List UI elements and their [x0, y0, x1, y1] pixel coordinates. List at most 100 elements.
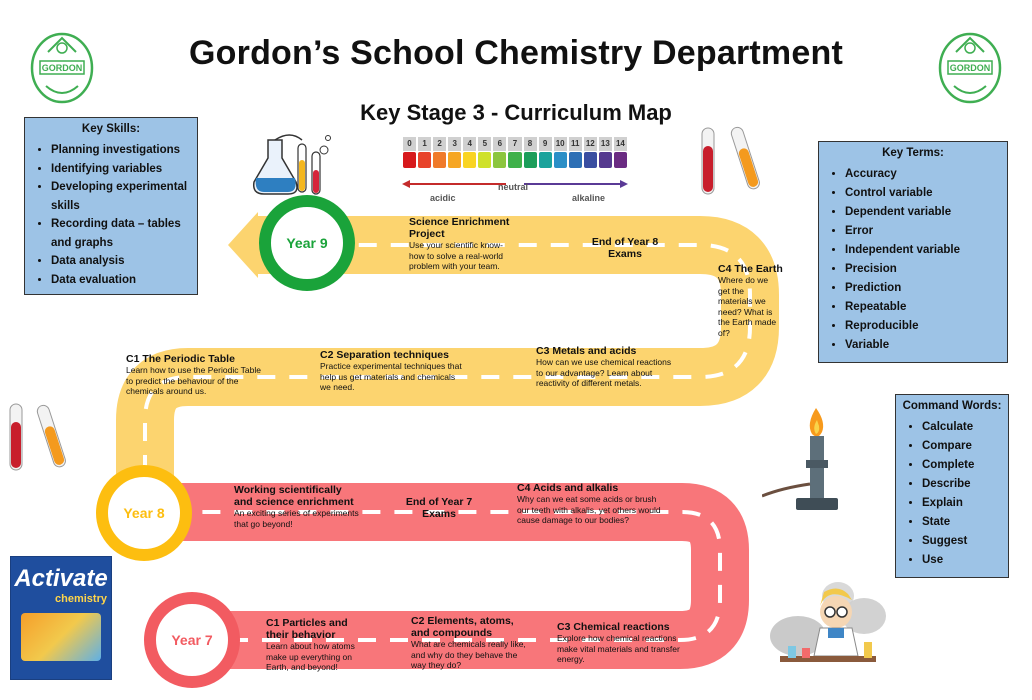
flask-icon [252, 134, 331, 195]
topic-c3-metals-acids: C3 Metals and acids How can we use chemi… [536, 345, 676, 389]
topic-body: An exciting series of experiments that g… [234, 508, 359, 529]
key-skills-item: Planning investigations [51, 141, 197, 160]
topic-title: Working scientifically and science enric… [234, 484, 354, 508]
key-skills-list: Planning investigationsIdentifying varia… [25, 141, 197, 289]
exam-end-year7: End of Year 7 Exams [405, 496, 473, 520]
ph-acidic-label: acidic [430, 193, 456, 203]
ph-neutral-label: neutral [498, 182, 529, 192]
topic-c2-separation: C2 Separation techniques Practice experi… [320, 349, 462, 393]
ph-number: 2 [433, 137, 447, 151]
command-words-item: Complete [922, 456, 1008, 475]
road-red-dashes [190, 510, 722, 642]
topic-title: C2 Separation techniques [320, 349, 449, 361]
page-subtitle: Key Stage 3 - Curriculum Map [360, 100, 672, 125]
year9-marker: Year 9 [259, 195, 355, 291]
key-skills-item: Data evaluation [51, 271, 197, 290]
ph-number: 8 [523, 137, 537, 151]
school-crest-left: GORDON [30, 32, 94, 104]
ph-color-swatch [448, 152, 462, 168]
key-terms-item: Independent variable [845, 241, 1007, 260]
command-words-item: Suggest [922, 532, 1008, 551]
command-words-item: Describe [922, 475, 1008, 494]
command-words-item: Explain [922, 494, 1008, 513]
ph-color-swatch [508, 152, 522, 168]
command-words-item: Use [922, 551, 1008, 570]
ph-number: 5 [478, 137, 492, 151]
key-terms-item: Dependent variable [845, 203, 1007, 222]
svg-text:GORDON: GORDON [42, 63, 83, 73]
ph-color-swatch [403, 152, 417, 168]
command-words-box: Command Words: CalculateCompareCompleteD… [895, 394, 1009, 578]
book-brand: Activate [14, 565, 108, 592]
ph-number: 9 [538, 137, 552, 151]
ph-color-swatch [568, 152, 582, 168]
ph-color-swatch [553, 152, 567, 168]
topic-title: C1 Particles and their behavior [266, 617, 348, 641]
topic-c1-periodic-table: C1 The Periodic Table Learn how to use t… [126, 353, 266, 397]
year9-label: Year 9 [286, 235, 328, 251]
ph-color-swatch [538, 152, 552, 168]
topic-science-enrichment: Science Enrichment Project Use your scie… [409, 216, 517, 272]
topic-c3-chemical-reactions: C3 Chemical reactions Explore how chemic… [557, 621, 697, 665]
ph-number: 10 [553, 137, 567, 151]
topic-body: Learn about how atoms make up everything… [266, 641, 355, 672]
key-terms-item: Accuracy [845, 165, 1007, 184]
ph-color-swatch [598, 152, 612, 168]
key-terms-item: Repeatable [845, 298, 1007, 317]
topic-body: Use your scientific know-how to solve a … [409, 240, 504, 271]
topic-body: Explore how chemical reactions make vita… [557, 633, 680, 664]
command-words-heading: Command Words: [902, 400, 1002, 412]
topic-body: Learn how to use the Periodic Table to p… [126, 365, 261, 396]
ph-color-swatch [463, 152, 477, 168]
key-skills-item: Recording data – tables and graphs [51, 215, 197, 252]
topic-body: Practice experimental techniques that he… [320, 361, 462, 392]
topic-working-scientifically: Working scientifically and science enric… [234, 484, 360, 529]
year7-label: Year 7 [171, 632, 213, 648]
ph-number: 7 [508, 137, 522, 151]
topic-title: Science Enrichment Project [409, 216, 510, 240]
topic-title: C1 The Periodic Table [126, 353, 235, 365]
key-terms-list: AccuracyControl variableDependent variab… [819, 165, 1007, 355]
key-terms-item: Control variable [845, 184, 1007, 203]
svg-text:GORDON: GORDON [950, 63, 991, 73]
key-terms-box: Key Terms: AccuracyControl variableDepen… [818, 141, 1008, 363]
ph-color-swatch [418, 152, 432, 168]
command-words-item: State [922, 513, 1008, 532]
ph-color-swatch [433, 152, 447, 168]
book-subject: chemistry [55, 593, 107, 605]
topic-c4-acids-alkalis: C4 Acids and alkalis Why can we eat some… [517, 482, 665, 526]
test-tubes-icon-left [9, 403, 66, 471]
key-terms-item: Variable [845, 336, 1007, 355]
ph-number: 0 [403, 137, 417, 151]
command-words-item: Compare [922, 437, 1008, 456]
year8-marker: Year 8 [96, 465, 192, 561]
command-words-item: Calculate [922, 418, 1008, 437]
ph-alkaline-label: alkaline [572, 193, 606, 203]
ph-number: 13 [598, 137, 612, 151]
ph-color-swatch [478, 152, 492, 168]
key-skills-item: Developing experimental skills [51, 178, 197, 215]
road-yellow-dashes [143, 243, 752, 505]
topic-title: C4 Acids and alkalis [517, 482, 619, 494]
ph-scale-colors [402, 152, 628, 168]
ph-scale-arrows [402, 180, 628, 188]
book-illustration [21, 613, 101, 661]
topic-title: C2 Elements, atoms, and compounds [411, 615, 514, 639]
year7-marker: Year 7 [144, 592, 240, 688]
page-title: Gordon’s School Chemistry Department [189, 34, 843, 72]
topic-c1-particles: C1 Particles and their behavior Learn ab… [266, 617, 370, 673]
key-skills-item: Data analysis [51, 252, 197, 271]
topic-body: What are chemicals really like, and why … [411, 639, 526, 670]
ph-color-swatch [583, 152, 597, 168]
key-terms-item: Precision [845, 260, 1007, 279]
key-terms-item: Reproducible [845, 317, 1007, 336]
ph-number: 3 [448, 137, 462, 151]
command-words-list: CalculateCompareCompleteDescribeExplainS… [896, 418, 1008, 570]
topic-body: Why can we eat some acids or brush our t… [517, 494, 661, 525]
road-yellow-arrow [228, 212, 258, 278]
topic-title: C3 Metals and acids [536, 345, 637, 357]
ph-number: 11 [568, 137, 582, 151]
